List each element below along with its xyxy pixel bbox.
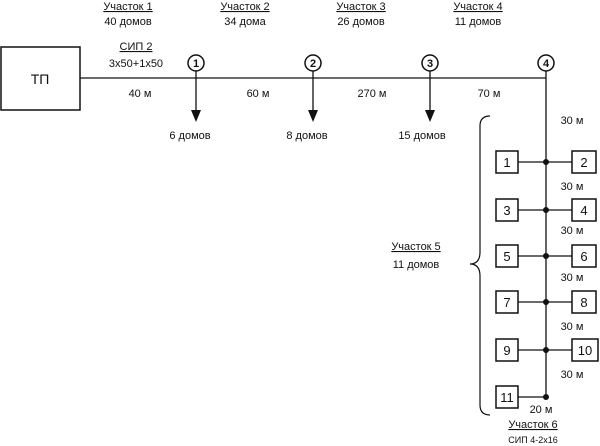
house-box-2: 2 xyxy=(571,150,597,174)
segment-length-2: 60 м xyxy=(247,88,270,100)
house-box-8: 8 xyxy=(571,290,597,314)
segment-length-1: 40 м xyxy=(129,88,152,100)
house-box-5-label: 5 xyxy=(503,249,510,264)
tap-5 xyxy=(518,347,572,353)
branch-arrow-3-head xyxy=(425,110,435,122)
branch-arrow-1-head xyxy=(191,110,201,122)
node-4-label: 4 xyxy=(543,58,550,70)
cable-main-title: СИП 2 xyxy=(120,41,153,53)
node-1-label: 1 xyxy=(193,58,199,70)
branch-arrow-3 xyxy=(425,78,435,122)
section-5-title: Участок 5 xyxy=(391,241,440,253)
section-4-houses: 11 домов xyxy=(455,16,502,28)
tp-label: ТП xyxy=(31,71,50,87)
branch-arrow-2-head xyxy=(308,110,318,122)
vertical-length-1: 30 м xyxy=(561,115,584,127)
vertical-length-5: 30 м xyxy=(561,321,584,333)
tap-3 xyxy=(518,253,572,259)
section-3-title: Участок 3 xyxy=(336,1,385,13)
vertical-length-6: 30 м xyxy=(561,369,584,381)
house-box-4: 4 xyxy=(571,198,597,222)
house-box-6-label: 6 xyxy=(580,249,587,264)
vertical-length-4: 30 м xyxy=(561,272,584,284)
segment-length-4: 70 м xyxy=(478,88,501,100)
branch-1-houses: 6 домов xyxy=(169,130,210,142)
house-box-7: 7 xyxy=(495,290,519,314)
house-box-9-label: 9 xyxy=(503,343,510,358)
house-box-9: 9 xyxy=(495,338,519,362)
node-1: 1 xyxy=(187,54,205,78)
house-box-5: 5 xyxy=(495,244,519,268)
tap-2 xyxy=(518,207,572,213)
section-3-houses: 26 домов xyxy=(337,16,385,28)
house-box-3-label: 3 xyxy=(503,203,510,218)
vertical-length-2: 30 м xyxy=(561,181,584,193)
section-5-brace xyxy=(469,115,491,416)
vertical-length-3: 30 м xyxy=(561,225,584,237)
section-6-title: Участок 6 xyxy=(508,419,557,431)
node-3-label: 3 xyxy=(427,58,433,70)
branch-arrow-1 xyxy=(191,78,201,122)
branch-3-houses: 15 домов xyxy=(398,130,446,142)
house-box-4-label: 4 xyxy=(580,203,587,218)
house-box-3: 3 xyxy=(495,198,519,222)
section-1-title: Участок 1 xyxy=(103,1,152,13)
house-box-11: 11 xyxy=(495,385,519,409)
section-5-houses: 11 домов xyxy=(393,259,440,271)
branch-arrow-2 xyxy=(308,78,318,122)
tp-box xyxy=(0,46,81,111)
segment-length-3: 270 м xyxy=(358,88,387,100)
house-box-7-label: 7 xyxy=(503,295,510,310)
tap-1 xyxy=(518,159,572,165)
section-4-title: Участок 4 xyxy=(453,1,502,13)
section-1-houses: 40 домов xyxy=(104,16,152,28)
node-2-label: 2 xyxy=(310,58,316,70)
branch-2-houses: 8 домов xyxy=(286,130,327,142)
tap-4 xyxy=(518,299,572,305)
node-2: 2 xyxy=(304,54,322,78)
house-box-6: 6 xyxy=(571,244,597,268)
section-2-houses: 34 дома xyxy=(224,16,266,28)
house-box-1-label: 1 xyxy=(503,155,510,170)
section-6-cable: СИП 4-2х16 xyxy=(508,435,557,445)
house-box-10: 10 xyxy=(571,338,599,362)
house-box-11-label: 11 xyxy=(500,390,514,405)
house-box-1: 1 xyxy=(495,150,519,174)
node-3: 3 xyxy=(421,54,439,78)
house-box-2-label: 2 xyxy=(580,155,587,170)
section-2-title: Участок 2 xyxy=(220,1,269,13)
end-length: 20 м xyxy=(530,404,553,416)
house-box-10-label: 10 xyxy=(578,343,592,358)
cable-main-spec: 3х50+1х50 xyxy=(109,58,163,70)
node-4: 4 xyxy=(537,54,555,78)
house-box-8-label: 8 xyxy=(580,295,587,310)
